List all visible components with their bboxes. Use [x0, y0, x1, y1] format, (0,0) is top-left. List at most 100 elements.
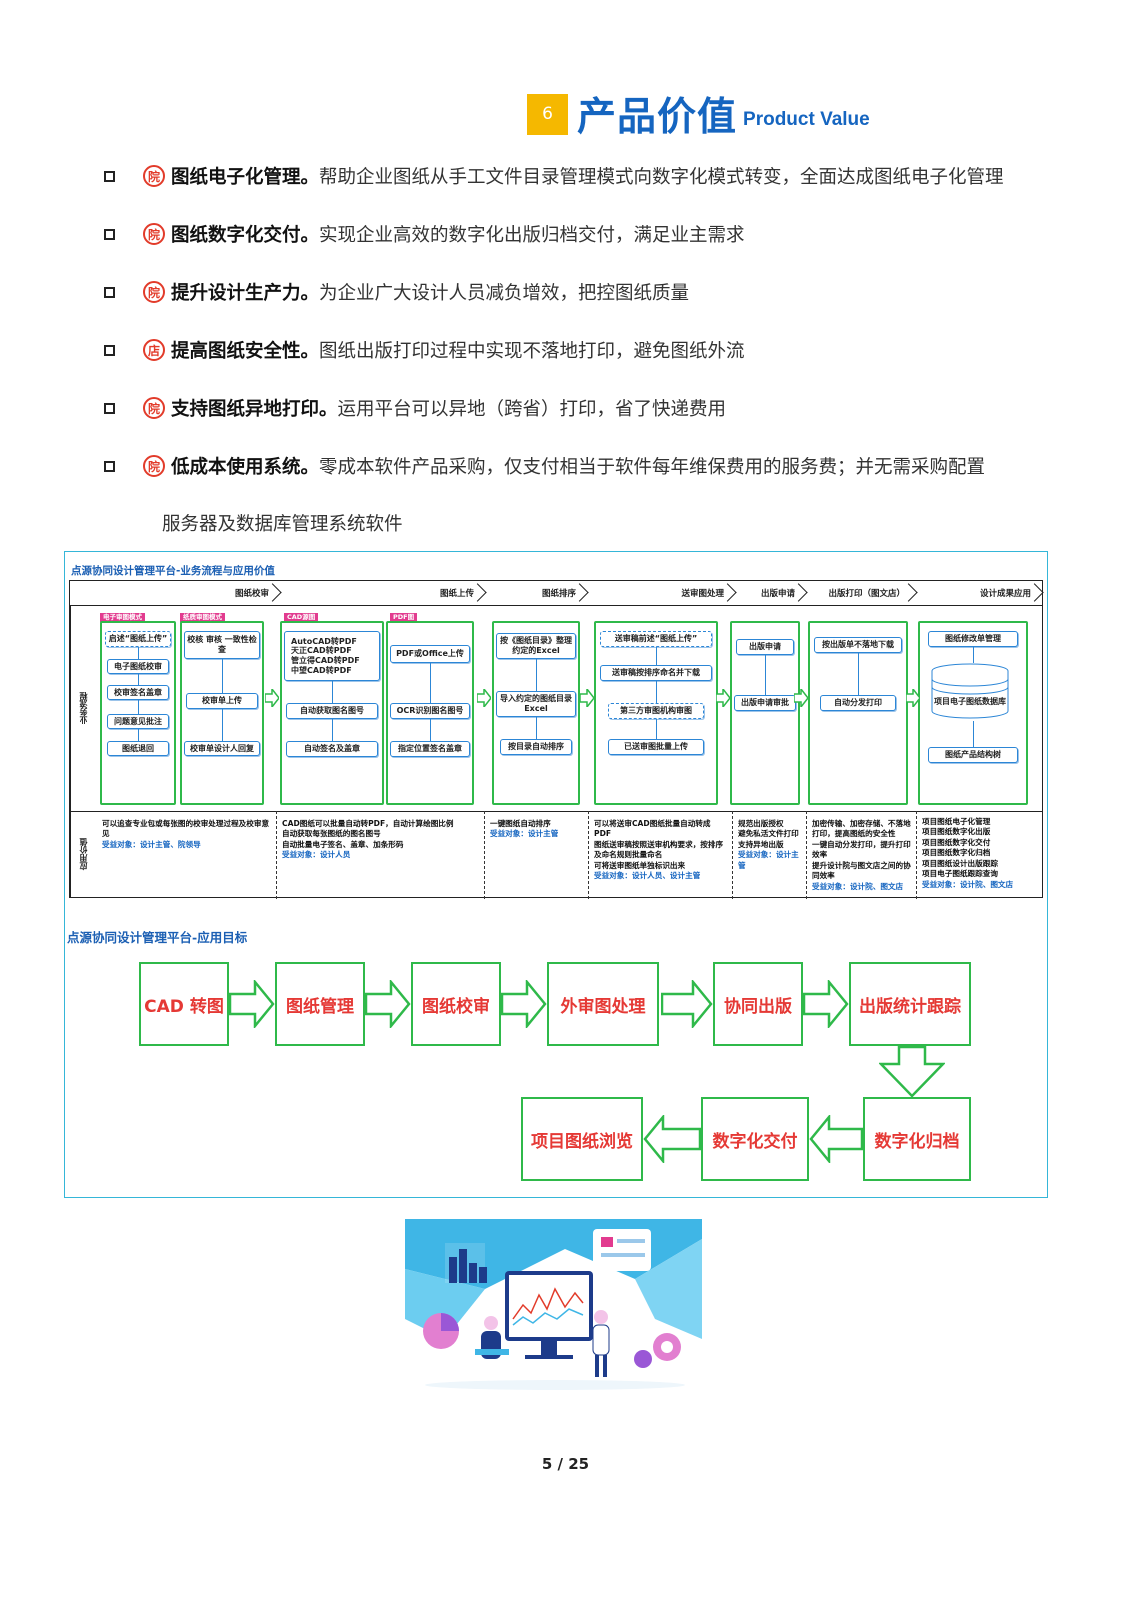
column-divider: [588, 811, 589, 899]
checkbox-square-icon: [104, 286, 115, 298]
column-arrow-icon: [716, 689, 730, 707]
bullet-continuation: 服务器及数据库管理系统软件: [162, 514, 403, 535]
flow-box: 按出版单不落地下载: [814, 637, 902, 653]
stage-review: 图纸校审: [70, 581, 281, 605]
flow-connector: [536, 717, 537, 739]
flow-connector: [765, 655, 766, 695]
value-description: 规范出版授权 避免私活文件打印 支持异地出版 受益对象：设计主管: [738, 819, 802, 871]
flow-box: 自动分发打印: [820, 695, 896, 711]
goal-title: 点源协同设计管理平台-应用目标: [67, 930, 248, 945]
flow-column: [386, 621, 474, 805]
flow-box: 校审签名盖章: [107, 685, 169, 700]
checkbox-square-icon: [104, 402, 115, 414]
bullet-title: 支持图纸异地打印。: [171, 399, 338, 420]
beneficiary-line: 受益对象：设计院、图文店: [922, 879, 1014, 889]
value-line: 项目图纸数字化归档: [922, 848, 991, 858]
list-item: 天正CAD转PDF: [291, 646, 352, 656]
goal-box: 项目图纸浏览: [521, 1097, 643, 1181]
flow-column: [492, 621, 580, 805]
column-arrow-icon: [794, 689, 808, 707]
value-line: 可以将送审CAD图纸批量自动转成PDF: [594, 819, 711, 839]
beneficiary-line: 受益对象：设计人员、设计主管: [594, 871, 701, 881]
goal-box: 出版统计跟踪: [849, 962, 971, 1046]
right-arrow-icon: [501, 980, 547, 1028]
flow-box: 按目录自动排序: [500, 739, 572, 755]
flow-connector: [858, 653, 859, 695]
bullet-item: 院 图纸电子化管理。 帮助企业图纸从手工文件目录管理模式向数字化模式转变，全面达…: [104, 163, 1004, 189]
stamp-icon: 店: [143, 339, 165, 361]
flow-connector: [536, 659, 537, 691]
flow-column: [280, 621, 384, 805]
value-line: 项目图纸设计出版跟踪: [922, 858, 998, 868]
row-label-process: 业务流程: [70, 605, 96, 811]
value-description: CAD图纸可以批量自动转PDF，自动计算绘图比例 自动获取每张图纸的图名图号 自…: [282, 819, 478, 861]
flow-box: 校审单设计人回复: [184, 741, 260, 756]
flow-box: 图纸修改单管理: [928, 631, 1018, 647]
stamp-icon: 院: [143, 455, 165, 477]
goal-box: 外审图处理: [547, 962, 659, 1046]
bullet-title: 低成本使用系统。: [171, 457, 320, 478]
value-line: 避免私活文件打印: [738, 829, 799, 839]
goal-box: 数字化归档: [863, 1097, 971, 1181]
diagram-frame: 点源协同设计管理平台-业务流程与应用价值 图纸校审 图纸上传 图纸排序 送审图处…: [64, 551, 1048, 1198]
stamp-icon: 院: [143, 397, 165, 419]
flow-column: [100, 621, 176, 805]
flow-box: OCR识别图名图号: [390, 703, 470, 719]
flow-box: 图纸退回: [107, 741, 169, 756]
column-divider: [276, 811, 277, 899]
value-line: 可将送审图纸单独标识出来: [594, 860, 686, 870]
right-arrow-icon: [661, 980, 713, 1028]
flow-box: 指定位置签名盖章: [390, 741, 470, 757]
flow-connector: [973, 721, 974, 747]
flow-box: AutoCAD转PDF 天正CAD转PDF 管立得CAD转PDF 中望CAD转P…: [284, 631, 380, 681]
flow-column: [180, 621, 264, 805]
flow-box: 导入约定的图纸目录Excel: [496, 691, 576, 717]
value-line: 图纸送审稿按照送审机构要求，按排序及命名规则批量命名: [594, 839, 724, 860]
flow-box: 启述“图纸上传”: [105, 631, 171, 647]
section-title-en: Product Value: [743, 109, 870, 130]
flow-connector: [138, 700, 139, 714]
flow-box: 出版申请: [736, 639, 794, 655]
flow-connector: [332, 719, 333, 741]
process-table: 图纸校审 图纸上传 图纸排序 送审图处理 出版申请 出版打印（图文店） 设计成果…: [69, 580, 1043, 899]
column-arrow-icon: [906, 689, 920, 707]
value-description: 可以追查专业包或每张图的校审处理过程及校审意见 受益对象：设计主管、院领导: [102, 819, 270, 850]
value-line: 项目图纸数字化交付: [922, 837, 991, 847]
list-item: 中望CAD转PDF: [291, 665, 352, 675]
column-divider: [916, 811, 917, 899]
goal-box: 图纸校审: [411, 962, 501, 1046]
flow-box: 自动签名及盖章: [286, 741, 378, 757]
page-number: 5 / 25: [541, 1455, 590, 1473]
flow-column: [808, 621, 908, 805]
flow-box: 送审稿前述“图纸上传”: [600, 631, 712, 647]
stamp-icon: 院: [143, 223, 165, 245]
flow-connector: [332, 681, 333, 703]
bullet-title: 提升设计生产力。: [171, 283, 320, 304]
flow-box: 问题意见批注: [107, 714, 169, 729]
flow-connector: [656, 681, 657, 703]
flow-column: [730, 621, 800, 805]
bullet-body: 为企业广大设计人员减负增效，把控图纸质量: [319, 283, 690, 304]
value-line: 项目图纸数字化出版: [922, 827, 991, 837]
flow-box: 图纸产品结构树: [928, 747, 1018, 763]
goal-box: 数字化交付: [701, 1097, 809, 1181]
stage-upload: 图纸上传: [281, 581, 486, 605]
stage-publish-request: 出版申请: [736, 581, 807, 605]
checkbox-square-icon: [104, 228, 115, 240]
flow-box: 自动获取图名图号: [286, 703, 378, 719]
value-line: 项目图纸电子化管理: [922, 817, 991, 826]
flow-box: 校核 审核 一致性检查: [184, 631, 260, 659]
right-arrow-icon: [229, 980, 275, 1028]
value-line: 项目电子图纸跟踪查询: [922, 869, 998, 879]
mode-tag: 电子审图模式: [100, 613, 145, 622]
value-line: 可以追查专业包或每张图的校审处理过程及校审意见: [102, 819, 270, 839]
value-description: 一键图纸自动排序 受益对象：设计主管: [490, 819, 582, 840]
mode-tag: CAD源图: [284, 613, 319, 622]
column-divider: [806, 811, 807, 899]
column-arrow-icon: [477, 689, 491, 707]
value-description: 项目图纸电子化管理 项目图纸数字化出版 项目图纸数字化交付 项目图纸数字化归档 …: [922, 817, 1040, 890]
flow-connector: [656, 647, 657, 665]
flow-connector: [430, 719, 431, 741]
diagram-title: 点源协同设计管理平台-业务流程与应用价值: [71, 565, 275, 577]
checkbox-square-icon: [104, 460, 115, 472]
